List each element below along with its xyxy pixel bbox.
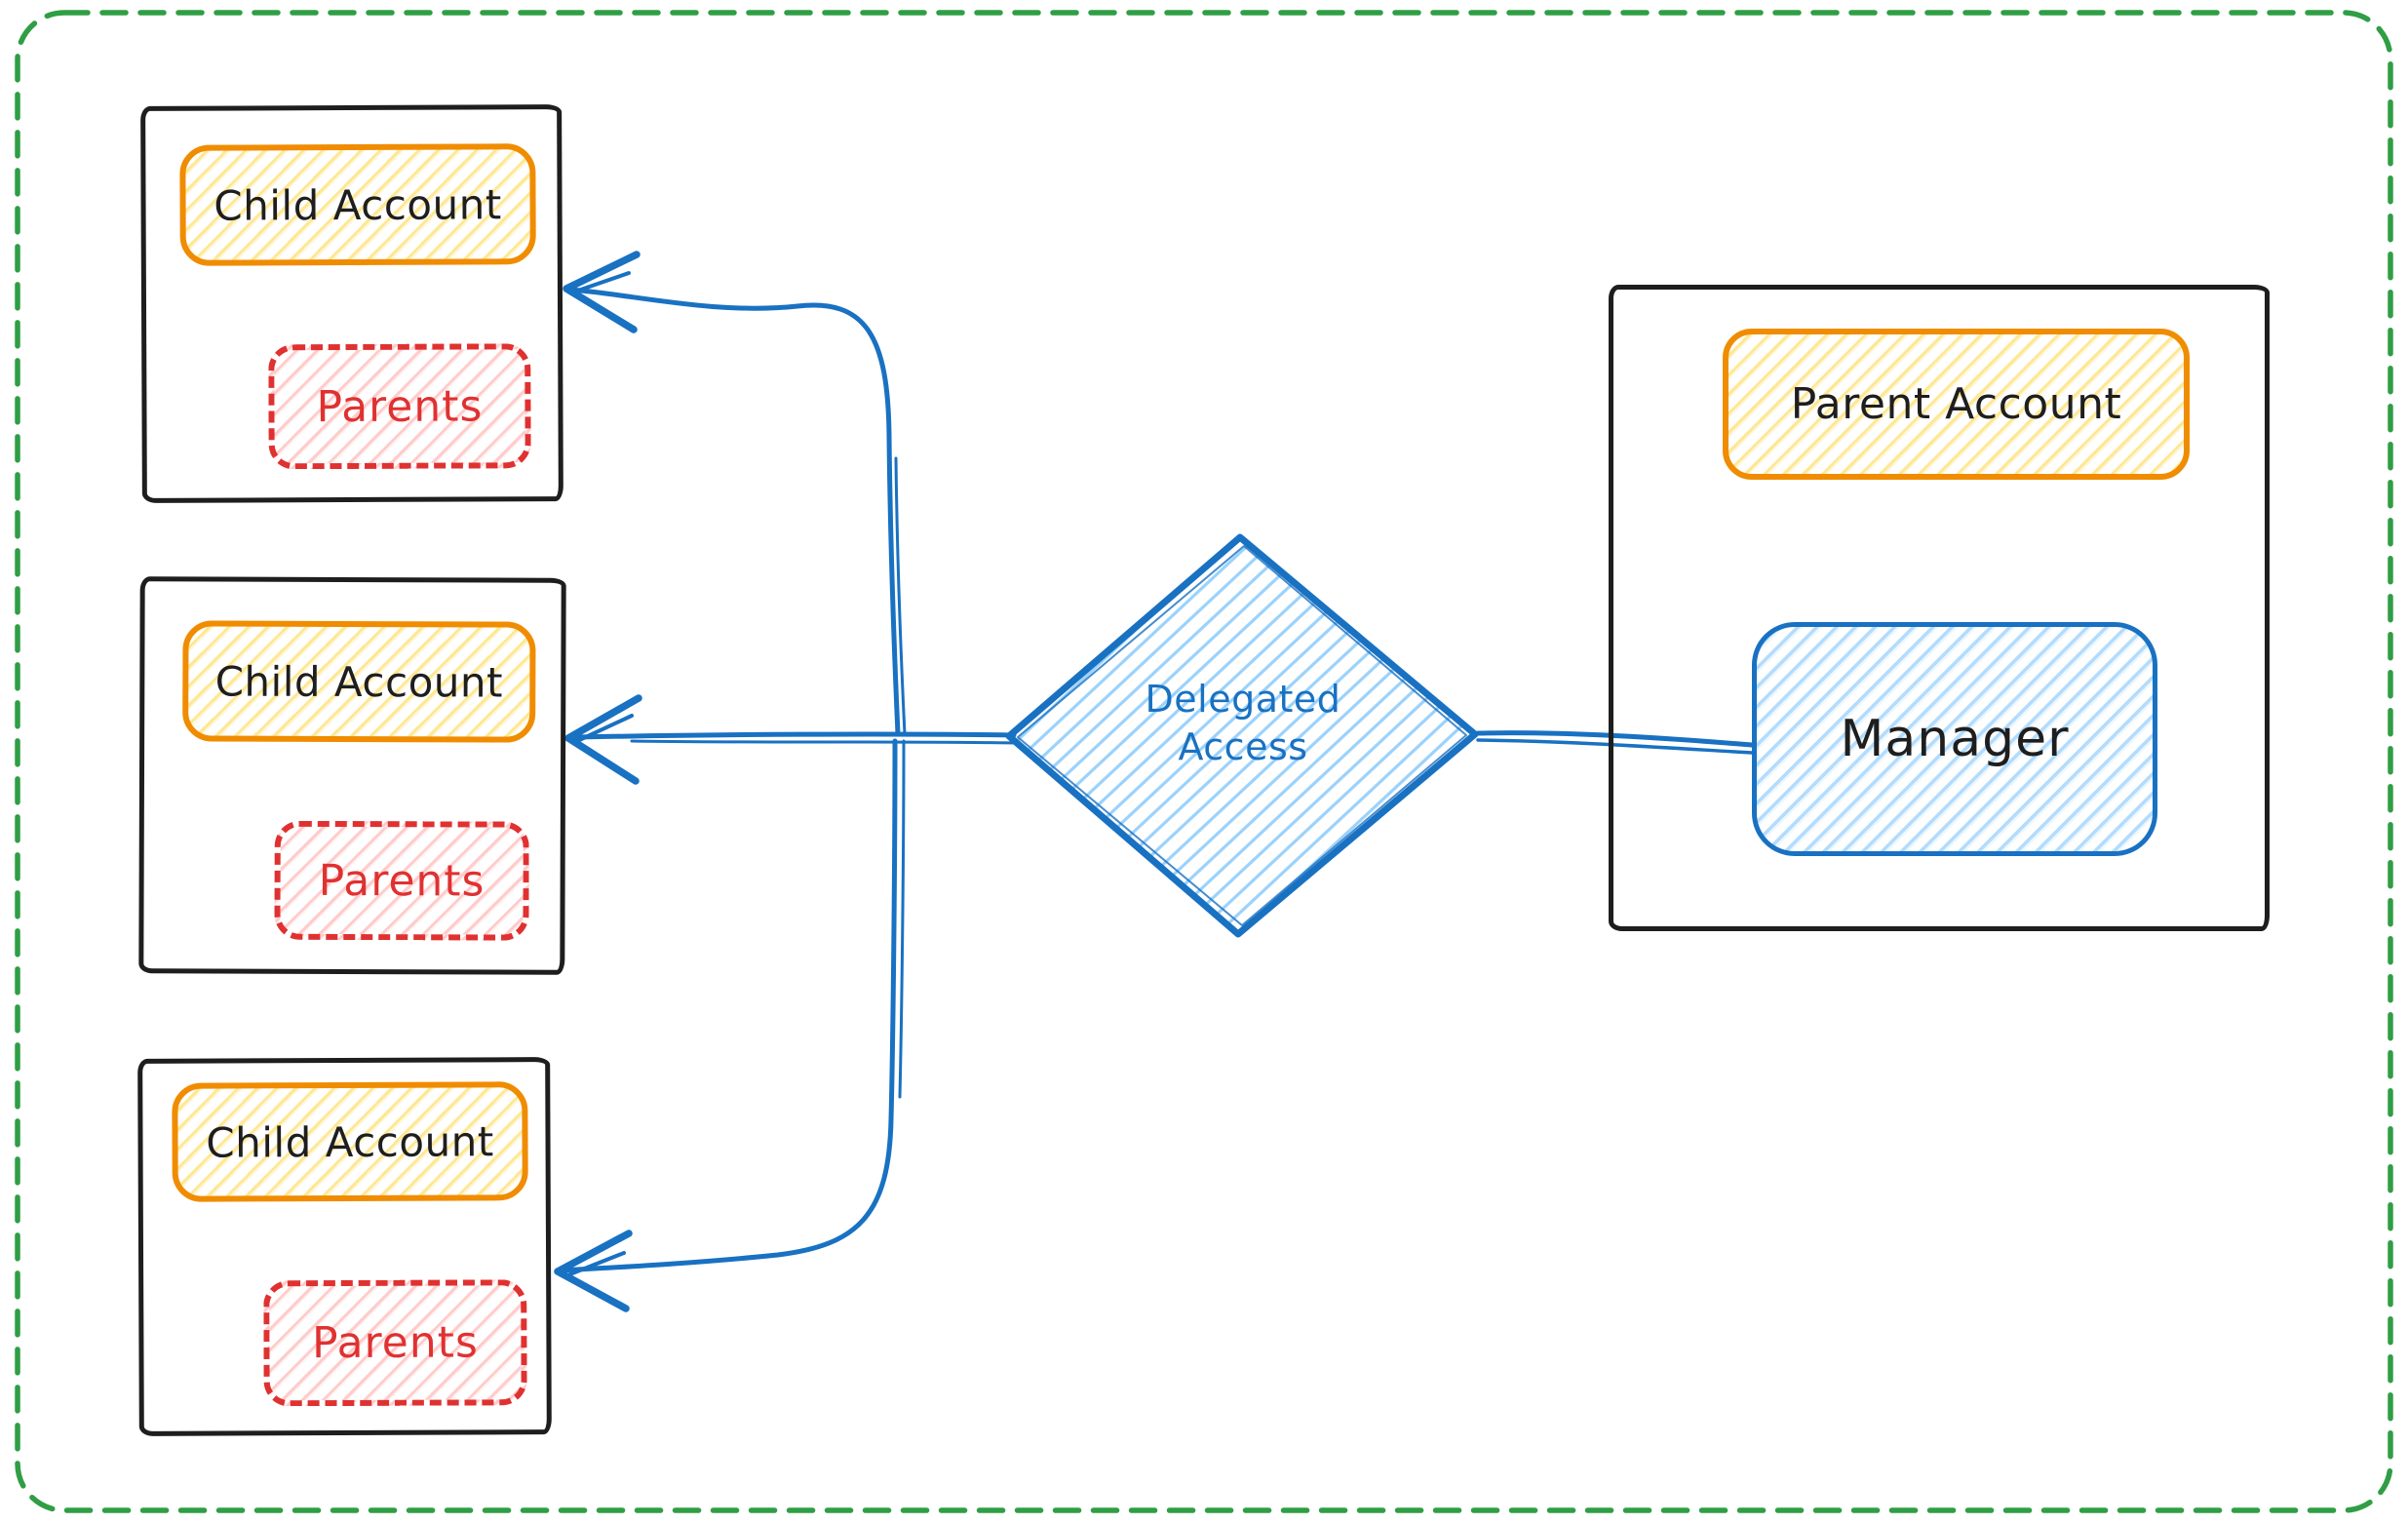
child-account-title: Child Account (214, 657, 504, 707)
parents-label: Parents (318, 855, 485, 906)
connector-manager-to-diamond[interactable] (1475, 730, 1755, 755)
decision-diamond[interactable] (1005, 533, 1479, 938)
child-account-label-1[interactable]: Child Account (179, 143, 536, 266)
child-account-label-3[interactable]: Child Account (172, 1081, 528, 1202)
child-account-box-1[interactable]: Child Account Parents (140, 104, 563, 503)
arrow-to-child-3[interactable] (554, 738, 906, 1312)
delegated-access-label: Delegated Access (1145, 678, 1341, 769)
child-account-box-3[interactable]: Child Account Parents (137, 1057, 552, 1436)
parents-label: Parents (316, 380, 484, 432)
parents-label: Parents (311, 1317, 479, 1369)
arrow-to-child-2[interactable] (564, 694, 1017, 785)
parent-account-label[interactable]: Parent Account (1723, 329, 2190, 480)
parents-badge-3[interactable]: Parents (263, 1279, 527, 1407)
child-account-title: Child Account (206, 1116, 494, 1167)
parents-badge-1[interactable]: Parents (268, 343, 531, 470)
manager-label: Manager (1840, 710, 2070, 768)
parent-account-box[interactable]: Parent Account Manager (1609, 285, 2270, 931)
parent-account-title: Parent Account (1790, 379, 2122, 429)
child-account-label-2[interactable]: Child Account (182, 620, 536, 743)
frame-border (15, 10, 2393, 1513)
arrow-to-child-1[interactable] (563, 251, 907, 737)
child-account-box-2[interactable]: Child Account Parents (138, 576, 566, 975)
parents-badge-2[interactable]: Parents (274, 820, 529, 941)
child-account-title: Child Account (214, 179, 502, 230)
manager-node[interactable]: Manager (1752, 622, 2157, 856)
